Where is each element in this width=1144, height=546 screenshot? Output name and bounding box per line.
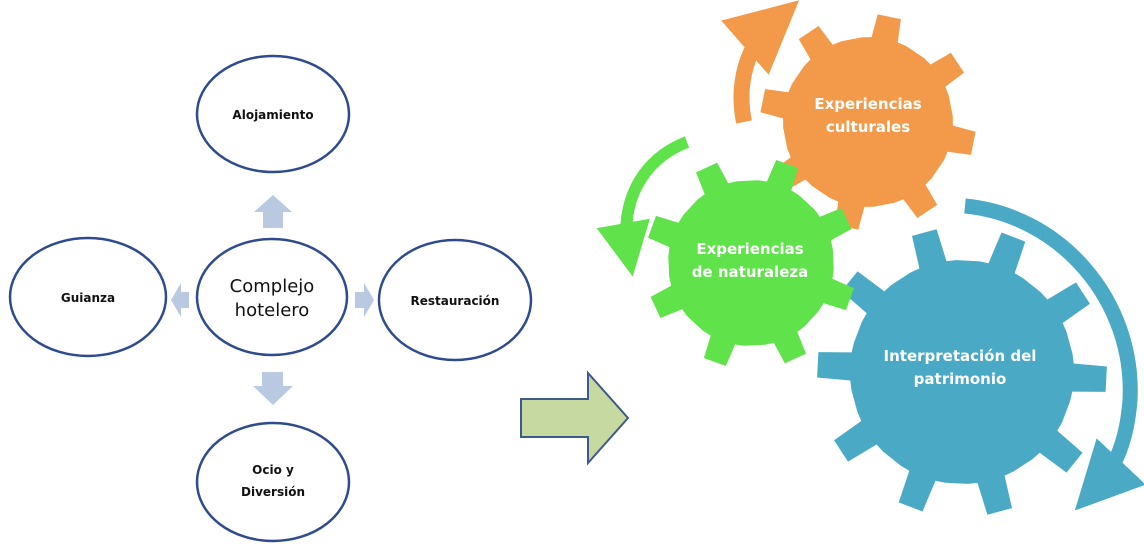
gear-cultural-label-line1: Experiencias <box>814 95 921 113</box>
node-alojamiento <box>195 54 351 174</box>
orange-curved-arrow-icon <box>721 0 800 124</box>
arrow-up-icon <box>254 195 292 228</box>
node-restauracion <box>377 238 533 362</box>
blue-curved-arrow-icon <box>964 198 1144 511</box>
gear-heritage-label-line1: Interpretación del <box>884 347 1037 365</box>
green-curved-arrow-icon <box>596 136 690 277</box>
node-guianza <box>8 236 168 358</box>
arrow-left-icon <box>171 283 189 317</box>
transition-arrow-icon <box>520 370 630 466</box>
gear-nature-label-line2: de naturaleza <box>692 263 808 281</box>
hub-diagram: Alojamiento Restauración Ocio y Diversió… <box>8 54 533 543</box>
gear-heritage-interpretation-icon <box>817 229 1107 515</box>
restauracion-label: Restauración <box>411 294 500 308</box>
complejo-label: Complejo <box>230 276 315 297</box>
alojamiento-label: Alojamiento <box>232 108 313 122</box>
hotelero-label: hotelero <box>235 300 310 321</box>
node-ocio-diversion <box>195 421 351 543</box>
diversion-label: Diversión <box>241 485 305 499</box>
arrow-right-icon <box>355 283 374 317</box>
gear-cultural-label-line2: culturales <box>826 118 910 136</box>
node-complejo-hotelero <box>195 237 349 357</box>
gear-nature-label-line1: Experiencias <box>696 240 803 258</box>
ocio-label: Ocio y <box>252 463 294 477</box>
arrow-down-icon <box>253 372 293 405</box>
gear-cultural-experiences-icon <box>760 14 976 230</box>
gears-diagram: Experiencias culturales Experiencias de … <box>596 0 1144 515</box>
guianza-label: Guianza <box>61 291 115 305</box>
gear-heritage-label-line2: patrimonio <box>914 370 1007 388</box>
gear-nature-experiences-icon <box>648 160 854 366</box>
